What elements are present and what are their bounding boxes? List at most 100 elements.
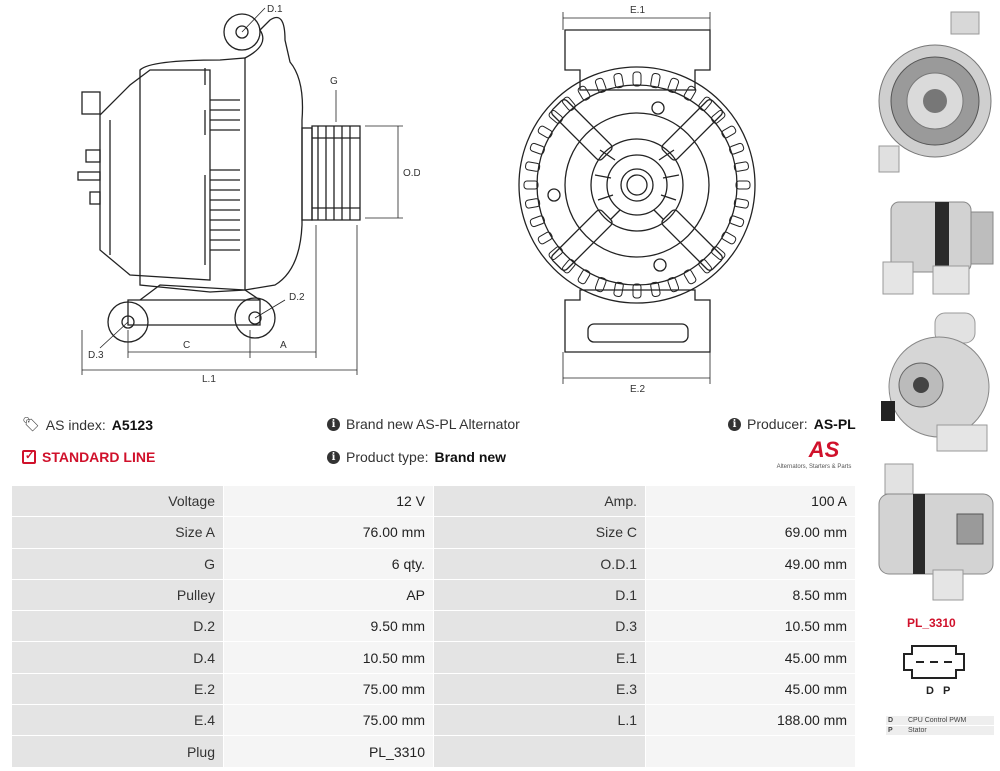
label-od1: O.D.1 [403, 168, 420, 179]
info-icon: i [327, 450, 340, 464]
spec-value: PL_3310 [223, 735, 434, 768]
spec-label: L.1 [433, 704, 646, 737]
spec-value: 69.00 mm [645, 516, 856, 549]
spec-label: D.4 [11, 641, 224, 674]
label-d3: D.3 [88, 350, 104, 361]
vent-slot [577, 85, 591, 101]
vent-slot [710, 110, 726, 124]
vent-slot [594, 77, 607, 93]
producer-label: Producer: [747, 416, 808, 432]
vent-slot [735, 180, 751, 190]
vent-slot [594, 277, 607, 293]
legend-desc: Stator [908, 727, 927, 734]
as-index-label: AS index: [45, 416, 106, 433]
spec-label: Amp. [433, 484, 646, 518]
spec-value: 45.00 mm [645, 641, 856, 674]
vent-slot [562, 96, 576, 112]
plug-legend: D CPU Control PWM P Stator [886, 716, 994, 735]
label-e2: E.2 [630, 384, 645, 395]
legend-row: P Stator [886, 726, 994, 735]
spec-value [645, 735, 856, 768]
brand-info: i Brand new AS-PL Alternator [327, 416, 520, 432]
spec-label: E.3 [433, 672, 646, 706]
vent-slot [523, 180, 539, 190]
label-e1: E.1 [630, 5, 645, 16]
product-photo-4[interactable] [873, 458, 998, 603]
vent-slot [548, 110, 564, 124]
product-photo-2[interactable] [873, 182, 998, 300]
brand-text: Brand new AS-PL Alternator [346, 416, 520, 432]
spec-value: 188.00 mm [645, 704, 856, 737]
vent-slot [650, 281, 661, 298]
producer-value: AS-PL [813, 416, 856, 432]
vent-slot [667, 277, 680, 293]
spec-value: 12 V [223, 484, 434, 518]
vent-slot [524, 161, 541, 172]
as-index: 🏷 AS index: A5123 [22, 416, 153, 433]
vent-slot [562, 258, 576, 274]
vent-slot [733, 198, 750, 209]
spec-label: Voltage [11, 484, 224, 518]
vent-slot [710, 246, 726, 260]
spec-label: E.1 [433, 641, 646, 674]
as-index-value: A5123 [111, 416, 153, 433]
logo-tagline: Alternators, Starters & Parts [776, 464, 852, 470]
checkbox-icon: ✓ [22, 450, 36, 464]
vent-slot [721, 231, 737, 245]
vent-slot [529, 142, 545, 155]
vent-slot [524, 198, 541, 209]
spec-label: G [11, 547, 224, 580]
label-a: A [280, 340, 287, 351]
spec-label: D.2 [11, 610, 224, 643]
vent-slot [698, 258, 712, 274]
vent-slot [650, 72, 661, 89]
tags-icon: 🏷 [22, 416, 40, 432]
product-type-label: Product type: [346, 449, 429, 465]
vent-slot [537, 231, 553, 245]
vent-slot [683, 85, 697, 101]
info-icon: i [728, 417, 741, 431]
vent-slot [632, 71, 642, 87]
vent-slot [667, 77, 680, 93]
product-photo-1[interactable] [873, 6, 998, 178]
spec-value: 10.50 mm [223, 641, 434, 674]
product-photo-3[interactable] [873, 305, 998, 455]
info-icon: i [327, 417, 340, 431]
spec-value: 9.50 mm [223, 610, 434, 643]
plug-pins: D P [926, 685, 951, 697]
spec-value: 76.00 mm [223, 516, 434, 549]
vent-slot [548, 246, 564, 260]
legend-row: D CPU Control PWM [886, 716, 994, 725]
spec-value: 100 A [645, 484, 856, 518]
legend-pin: P [888, 727, 893, 734]
vent-slot [577, 269, 591, 285]
spec-label: Pulley [11, 578, 224, 612]
vent-slot [529, 215, 545, 228]
vent-slot [698, 96, 712, 112]
legend-pin: D [888, 717, 894, 724]
spec-label: Size C [433, 516, 646, 549]
spec-value: 45.00 mm [645, 672, 856, 706]
spec-value: 6 qty. [223, 547, 434, 580]
spec-value: 75.00 mm [223, 704, 434, 737]
vent-slot [683, 269, 697, 285]
standard-line: ✓ STANDARD LINE [22, 449, 155, 465]
spec-label: D.1 [433, 578, 646, 612]
as-pl-logo: AS Alternators, Starters & Parts [770, 437, 858, 471]
logo-mark: AS [808, 437, 840, 462]
product-type-value: Brand new [434, 449, 507, 465]
vent-slot [729, 142, 745, 155]
vent-slot [613, 281, 624, 298]
standard-line-label: STANDARD LINE [42, 449, 156, 465]
vent-slot [537, 125, 553, 139]
vent-slot [729, 215, 745, 228]
